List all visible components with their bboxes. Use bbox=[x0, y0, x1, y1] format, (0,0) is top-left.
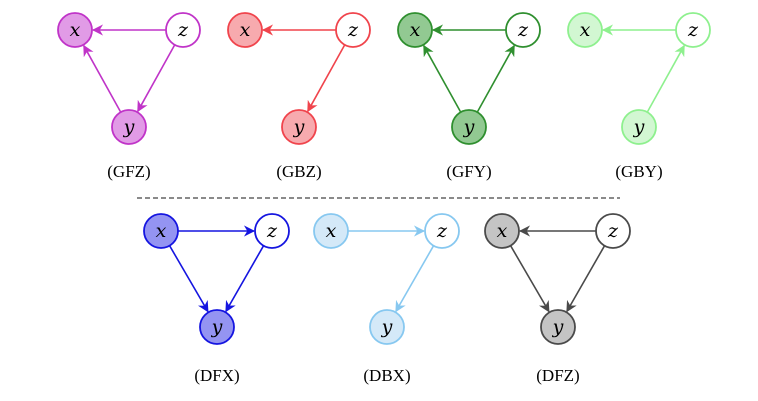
node-z: z bbox=[595, 213, 631, 249]
edge-z-to-y bbox=[225, 245, 265, 313]
node-circle bbox=[540, 309, 576, 345]
node-circle bbox=[281, 109, 317, 145]
node-label: y bbox=[211, 316, 223, 338]
node-z: z bbox=[165, 12, 201, 48]
edge-x-to-y bbox=[168, 245, 209, 313]
node-x: x bbox=[143, 213, 179, 249]
edge-z-to-y bbox=[395, 245, 435, 313]
graph-panel-dbx: x z y (DBX) bbox=[313, 213, 460, 385]
node-circle bbox=[424, 213, 460, 249]
graph-panel-gfz: x z y (GFZ) bbox=[57, 12, 201, 181]
edge-x-to-y bbox=[509, 245, 550, 313]
node-circle bbox=[227, 12, 263, 48]
graph-caption: (GFZ) bbox=[107, 162, 150, 181]
node-x: x bbox=[567, 12, 603, 48]
node-y: y bbox=[451, 109, 487, 145]
node-z: z bbox=[505, 12, 541, 48]
node-x: x bbox=[313, 213, 349, 249]
node-label: y bbox=[633, 116, 645, 138]
node-y: y bbox=[369, 309, 405, 345]
node-circle bbox=[254, 213, 290, 249]
node-y: y bbox=[540, 309, 576, 345]
node-label: z bbox=[687, 19, 699, 41]
node-label: x bbox=[326, 220, 337, 242]
node-circle bbox=[451, 109, 487, 145]
node-label: x bbox=[410, 19, 421, 41]
node-circle bbox=[199, 309, 235, 345]
graph-caption: (DFX) bbox=[194, 366, 239, 385]
node-circle bbox=[369, 309, 405, 345]
node-circle bbox=[397, 12, 433, 48]
node-label: z bbox=[607, 220, 619, 242]
node-circle bbox=[57, 12, 93, 48]
graph-caption: (GBZ) bbox=[276, 162, 321, 181]
node-label: x bbox=[240, 19, 251, 41]
node-x: x bbox=[57, 12, 93, 48]
graph-panel-dfx: x z y (DFX) bbox=[143, 213, 290, 385]
graph-caption: (GFY) bbox=[446, 162, 491, 181]
node-y: y bbox=[111, 109, 147, 145]
node-y: y bbox=[199, 309, 235, 345]
node-label: x bbox=[70, 19, 81, 41]
node-label: y bbox=[552, 316, 564, 338]
edge-z-to-y bbox=[307, 44, 346, 113]
node-label: x bbox=[580, 19, 591, 41]
graph-caption: (DFZ) bbox=[536, 366, 579, 385]
graph-panel-gfy: x z y (GFY) bbox=[397, 12, 541, 181]
node-label: z bbox=[436, 220, 448, 242]
graph-caption: (GBY) bbox=[615, 162, 662, 181]
node-y: y bbox=[281, 109, 317, 145]
node-label: y bbox=[463, 116, 475, 138]
node-label: z bbox=[266, 220, 278, 242]
node-circle bbox=[621, 109, 657, 145]
node-label: y bbox=[123, 116, 135, 138]
graph-panel-dfz: x z y (DFZ) bbox=[484, 213, 631, 385]
graph-panel-gbz: x z y (GBZ) bbox=[227, 12, 371, 181]
edge-y-to-x bbox=[83, 44, 122, 113]
node-circle bbox=[143, 213, 179, 249]
node-y: y bbox=[621, 109, 657, 145]
node-circle bbox=[484, 213, 520, 249]
node-label: z bbox=[517, 19, 529, 41]
node-label: x bbox=[156, 220, 167, 242]
edge-y-to-z bbox=[646, 44, 685, 113]
graph-panel-gby: x z y (GBY) bbox=[567, 12, 711, 181]
node-z: z bbox=[254, 213, 290, 249]
node-x: x bbox=[227, 12, 263, 48]
edge-y-to-x bbox=[423, 44, 462, 113]
node-circle bbox=[165, 12, 201, 48]
node-x: x bbox=[484, 213, 520, 249]
node-z: z bbox=[335, 12, 371, 48]
node-label: y bbox=[293, 116, 305, 138]
edge-z-to-y bbox=[566, 245, 606, 313]
node-label: x bbox=[497, 220, 508, 242]
node-label: z bbox=[347, 19, 359, 41]
node-circle bbox=[675, 12, 711, 48]
node-circle bbox=[313, 213, 349, 249]
edge-z-to-y bbox=[137, 44, 176, 113]
node-z: z bbox=[424, 213, 460, 249]
node-x: x bbox=[397, 12, 433, 48]
graph-caption: (DBX) bbox=[363, 366, 410, 385]
edge-y-to-z bbox=[476, 44, 515, 113]
node-circle bbox=[595, 213, 631, 249]
node-label: z bbox=[177, 19, 189, 41]
node-circle bbox=[335, 12, 371, 48]
node-label: y bbox=[381, 316, 393, 338]
node-circle bbox=[567, 12, 603, 48]
node-z: z bbox=[675, 12, 711, 48]
node-circle bbox=[505, 12, 541, 48]
node-circle bbox=[111, 109, 147, 145]
